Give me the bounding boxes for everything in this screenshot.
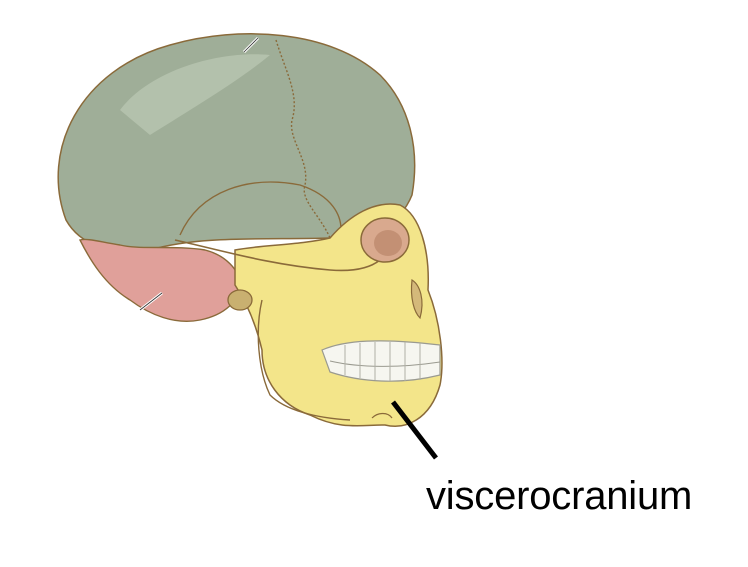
nasal-aperture — [410, 278, 423, 320]
occipital-temporal-region — [78, 238, 241, 322]
mental-foramen — [371, 412, 393, 419]
squamosal-suture — [179, 181, 342, 239]
viscerocranium-leader-line — [391, 400, 438, 460]
viscerocranium-label: viscerocranium — [426, 474, 693, 518]
mandible-outline — [257, 299, 351, 421]
leader-stub-side-outline — [139, 292, 163, 311]
eye-orbit-inner — [374, 230, 402, 256]
coronal-suture — [275, 39, 331, 239]
zygomatic-arch — [174, 239, 381, 272]
leader-stub-top-outline — [243, 37, 259, 53]
ear-canal — [227, 289, 253, 311]
cranium-highlight — [120, 54, 270, 136]
teeth — [321, 340, 441, 382]
